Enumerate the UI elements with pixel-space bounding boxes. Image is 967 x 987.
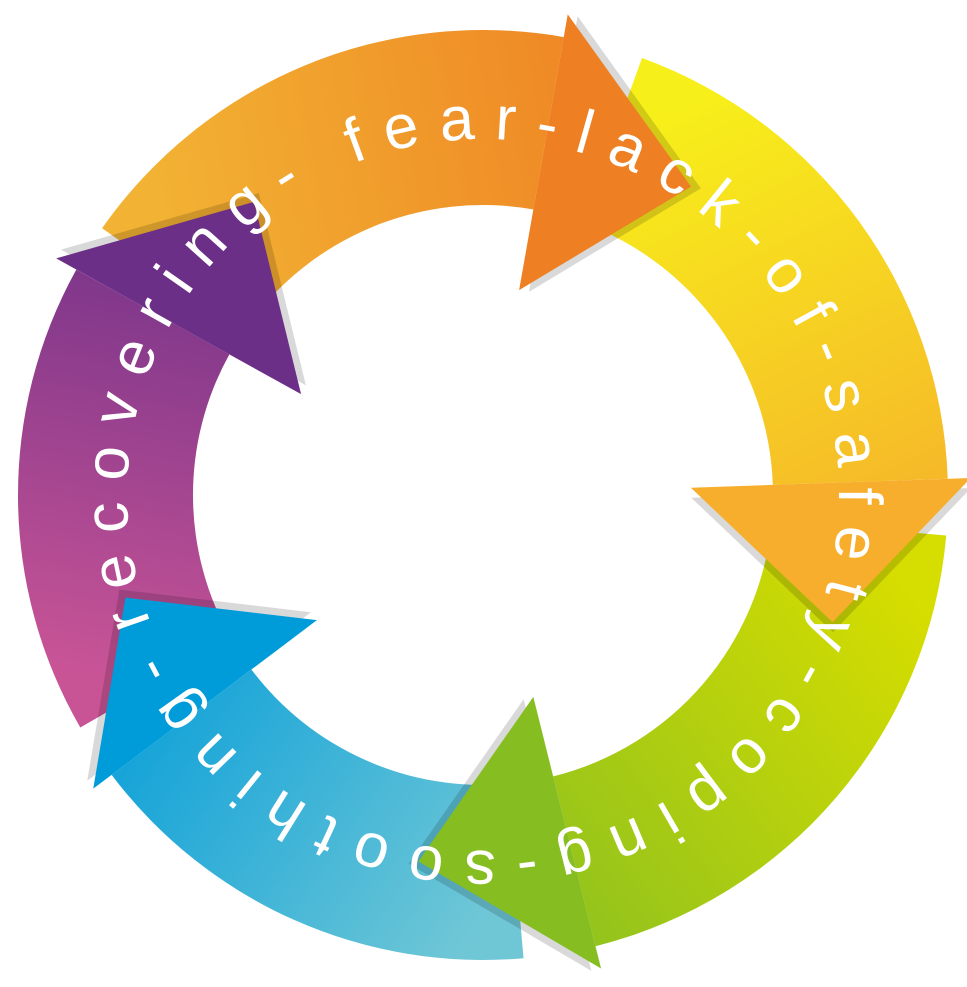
arrow-head-lack-of-safety	[690, 478, 967, 623]
arrow-heads	[56, 14, 967, 971]
segment-body-soothing	[111, 669, 524, 961]
arrow-head-soothing	[93, 597, 317, 789]
arrow-head-fear-lack-of-safety	[519, 14, 692, 291]
segment-body-coping	[553, 520, 947, 947]
arrow-head-coping	[418, 696, 602, 969]
arrow-head-recovering	[56, 201, 302, 395]
